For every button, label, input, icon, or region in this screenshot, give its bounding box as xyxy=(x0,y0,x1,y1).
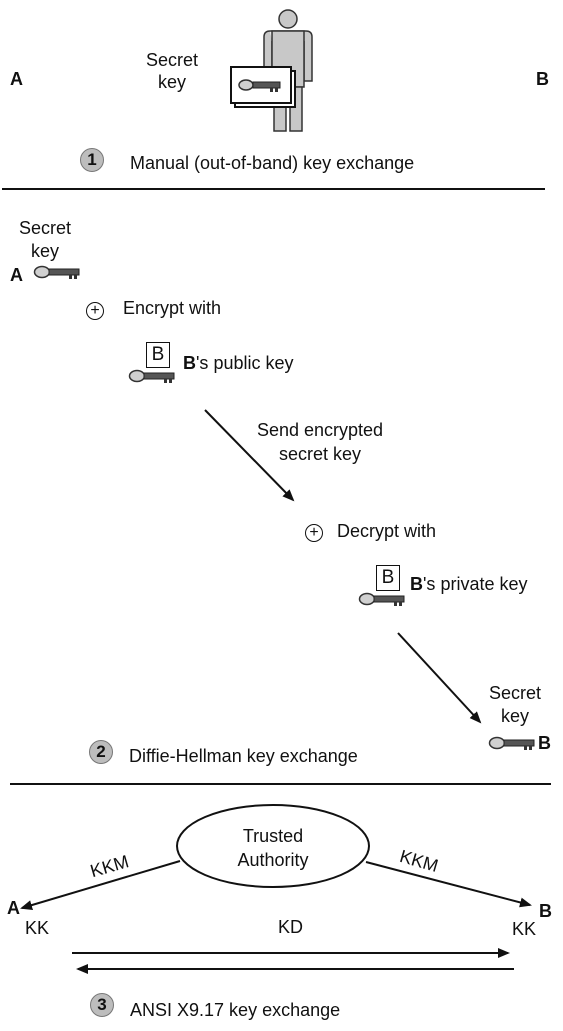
public-key-icon: B xyxy=(128,342,178,387)
private-key-text: 's private key xyxy=(423,574,528,594)
public-key-label: B's public key xyxy=(183,353,293,374)
party-b-label: B xyxy=(539,901,552,921)
decrypt-with-label: Decrypt with xyxy=(337,521,437,541)
kkm-label-left: KKM xyxy=(88,851,132,882)
party-a-label: A xyxy=(7,898,20,918)
send-encrypted-line1: Send encrypted xyxy=(256,420,384,440)
send-encrypted-line2: secret key xyxy=(278,444,362,464)
secret-key-icon xyxy=(488,736,535,750)
step-2-badge: 2 xyxy=(89,740,113,764)
secret-key-label-line2: key xyxy=(157,72,186,92)
kkm-arrow-to-b xyxy=(365,861,532,908)
secret-key-bottom-line1: Secret xyxy=(488,683,542,703)
secret-key-top-line2: key xyxy=(30,241,59,261)
secret-key-icon xyxy=(33,265,80,279)
public-key-owner: B xyxy=(183,353,196,373)
secret-key-label-line1: Secret xyxy=(145,50,199,70)
kd-label: KD xyxy=(278,917,304,937)
kk-label-right: KK xyxy=(512,919,537,939)
caption-ansi-exchange: ANSI X9.17 key exchange xyxy=(130,1000,341,1020)
step-3-badge: 3 xyxy=(90,993,114,1017)
private-key-icon-label: B xyxy=(381,567,395,588)
party-a-label: A xyxy=(10,265,23,285)
secret-key-top-line1: Secret xyxy=(18,218,72,238)
private-key-icon: B xyxy=(358,565,408,610)
deliver-arrow xyxy=(397,632,482,724)
decrypt-operator-icon: + xyxy=(305,524,323,542)
courier-person-icon xyxy=(230,9,313,132)
secret-key-bottom-line2: key xyxy=(500,706,529,726)
party-a-label: A xyxy=(10,69,23,89)
private-key-label: B's private key xyxy=(410,574,527,595)
party-b-label: B xyxy=(538,733,551,753)
trusted-authority-line1: Trusted xyxy=(242,826,304,846)
divider-2 xyxy=(10,783,551,785)
divider-1 xyxy=(2,188,545,190)
public-key-text: 's public key xyxy=(196,353,294,373)
kkm-label-right: KKM xyxy=(397,846,441,876)
caption-manual-exchange: Manual (out-of-band) key exchange xyxy=(130,153,415,173)
encrypt-operator-icon: + xyxy=(86,302,104,320)
step-1-badge: 1 xyxy=(80,148,104,172)
party-b-label: B xyxy=(536,69,549,89)
kk-label-left: KK xyxy=(25,918,50,938)
caption-diffie-hellman: Diffie-Hellman key exchange xyxy=(129,746,358,766)
trusted-authority-line2: Authority xyxy=(237,850,309,870)
public-key-icon-label: B xyxy=(151,344,165,365)
encrypt-with-label: Encrypt with xyxy=(123,298,222,318)
private-key-owner: B xyxy=(410,574,423,594)
